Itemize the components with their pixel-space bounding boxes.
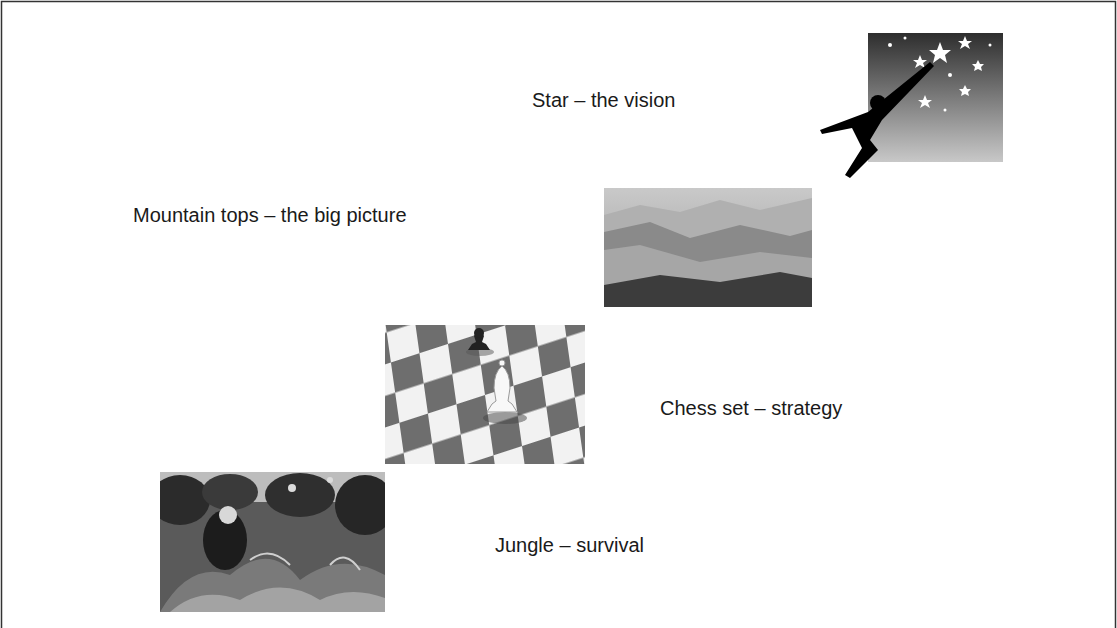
flower (327, 477, 333, 483)
misty-sky (604, 188, 812, 307)
star (888, 43, 892, 47)
star (904, 37, 907, 40)
flower (288, 484, 296, 492)
big-leaves (160, 559, 385, 612)
image-caption: Chess set – strategy (660, 396, 842, 420)
star (972, 60, 984, 71)
star (913, 55, 927, 68)
image-caption: Star – the vision (532, 88, 675, 112)
image-caption: Mountain tops – the big picture (133, 203, 407, 227)
valley-mist (604, 245, 812, 307)
near-leaves (170, 588, 385, 613)
image-caption: Jungle – survival (495, 533, 644, 557)
piece-shadow (483, 412, 527, 424)
jungle-picture (160, 472, 385, 612)
star (929, 42, 951, 63)
star (958, 36, 972, 49)
reaching-figure (820, 62, 934, 178)
stars (888, 36, 992, 112)
star (948, 73, 952, 77)
chess-board (385, 325, 585, 464)
star (989, 44, 992, 47)
white-bishop (487, 366, 517, 412)
leaf-veins (250, 554, 360, 570)
foliage (265, 473, 335, 517)
star (944, 109, 947, 112)
mountain-picture (604, 188, 812, 307)
mid-ridge (604, 222, 812, 307)
chess-picture (385, 325, 585, 464)
foliage (202, 474, 258, 510)
foliage (160, 475, 210, 525)
star (918, 95, 932, 108)
figure-body (820, 62, 934, 178)
star (959, 85, 971, 96)
black-pawn-head (474, 328, 484, 338)
figure-face (219, 506, 237, 524)
far-ridge (604, 198, 812, 307)
near-ridge (604, 272, 812, 307)
foliage (335, 475, 385, 535)
bishop-tip (499, 360, 505, 366)
